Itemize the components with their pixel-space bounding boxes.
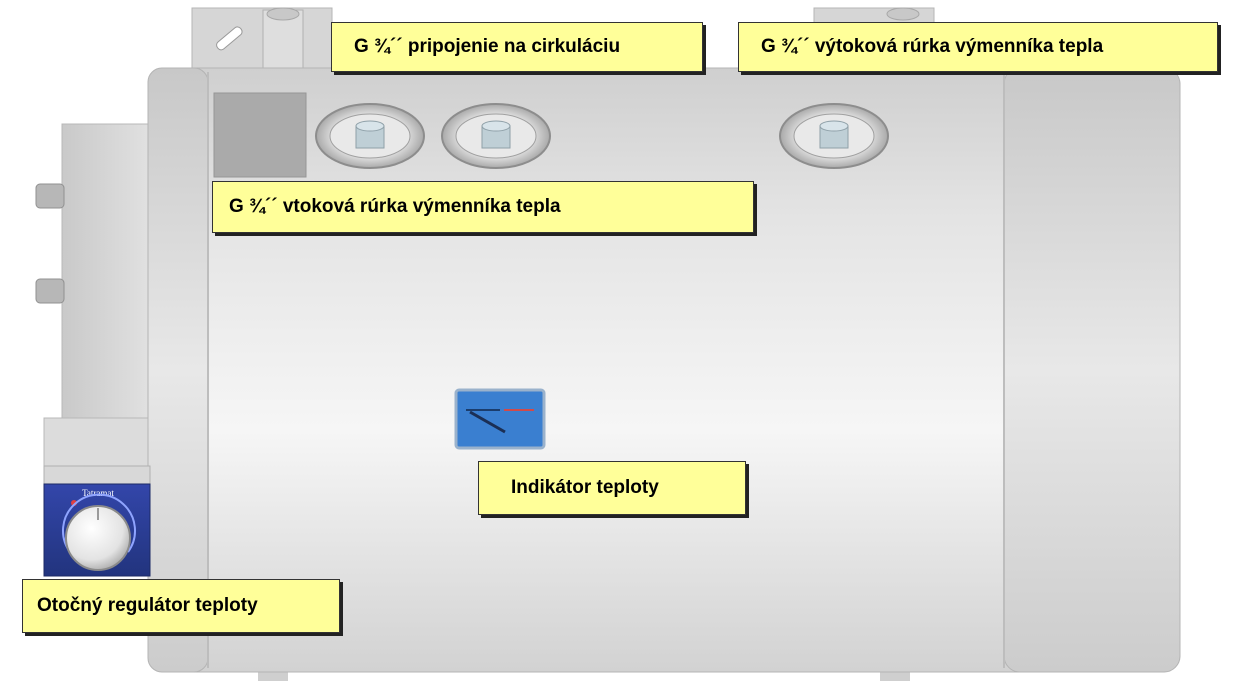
panel-brand-label: Tatramat [82, 488, 114, 498]
callout-circulation: G ¾´´ pripojenie na cirkuláciu [331, 22, 703, 72]
callout-temperature-indicator: Indikátor teploty [478, 461, 746, 515]
mounting-bracket-left [191, 7, 333, 75]
inlet-pipe-stub [35, 183, 65, 209]
circulation-port-icon [315, 103, 425, 169]
temperature-knob[interactable] [65, 505, 131, 571]
callout-temperature-knob: Otočný regulátor teploty [22, 579, 340, 633]
temperature-indicator-icon [454, 388, 546, 450]
callout-heat-exchanger-outlet: G ¾´´ výtoková rúrka výmenníka tepla [738, 22, 1218, 72]
rating-plate [213, 92, 307, 178]
outlet-pipe-stub [35, 278, 65, 304]
heat-exchanger-inlet-port-icon [441, 103, 551, 169]
heat-exchanger-outlet-port-icon [779, 103, 889, 169]
side-flange [43, 123, 155, 469]
mounting-foot-bottom [258, 670, 910, 681]
callout-heat-exchanger-inlet: G ¾´´ vtoková rúrka výmenníka tepla [212, 181, 754, 233]
